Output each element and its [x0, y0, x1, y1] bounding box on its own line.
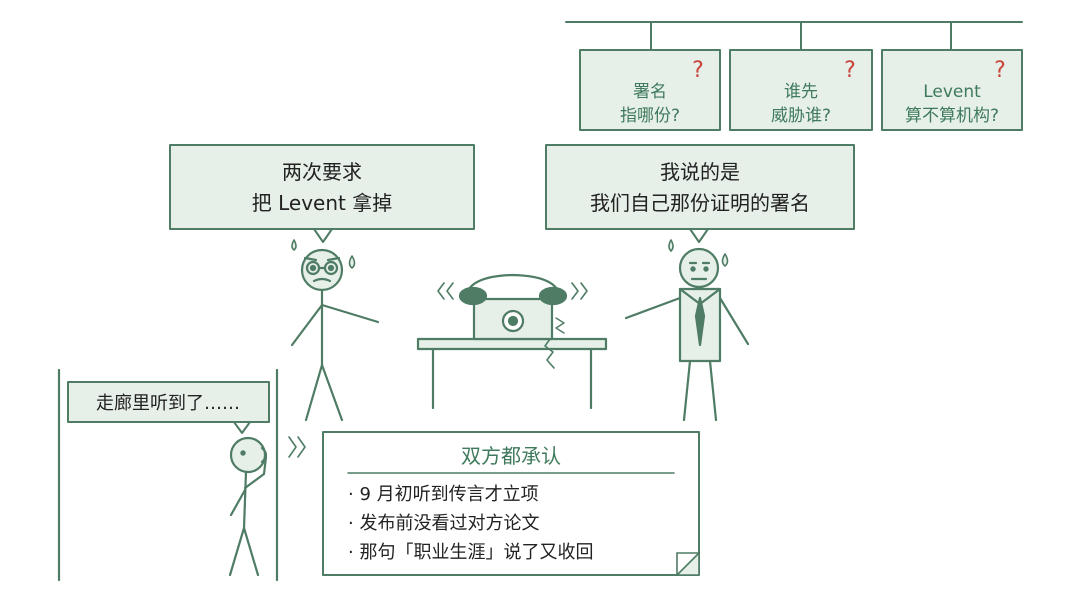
speech-line-2: 把 Levent 拿掉	[252, 191, 392, 215]
figure-leg-left	[304, 363, 324, 422]
table	[416, 337, 608, 410]
agreement-card: 双方都承认 · 9 月初听到传言才立项 · 发布前没看过对方论文 · 那句「职业…	[322, 431, 700, 576]
question-box-institution: ? Levent 算不算机构?	[881, 49, 1023, 131]
question-line-2: 算不算机构?	[905, 106, 999, 126]
speaker-icon	[501, 309, 525, 333]
glasses-icon	[303, 256, 341, 276]
crack-icon	[544, 338, 555, 369]
speech-bubble-left: 两次要求 把 Levent 拿掉	[169, 144, 475, 243]
figure-leg-right	[320, 363, 344, 422]
question-line-1: Levent	[923, 82, 981, 102]
figure-leg-right	[242, 526, 260, 577]
agreement-item: · 9 月初听到传言才立项	[348, 484, 539, 505]
question-mark: ?	[994, 58, 1006, 83]
phone-machine	[458, 273, 568, 341]
figure-head	[229, 436, 267, 474]
eavesdrop-text: 走廊里听到了……	[96, 393, 240, 414]
question-panel: ? 署名 指哪份? ? 谁先 威胁谁? ? Levent 算不算机构?	[565, 21, 1023, 131]
agreement-item: · 那句「职业生涯」说了又收回	[348, 542, 593, 563]
figure-arm-pointing	[624, 296, 682, 320]
figure-arm-left	[229, 488, 247, 517]
question-box-threat: ? 谁先 威胁谁?	[729, 49, 873, 131]
question-box-signature: ? 署名 指哪份?	[579, 49, 721, 131]
stick-figure-eavesdropper	[228, 436, 268, 577]
figure-leg-left	[228, 526, 246, 577]
sweat-drop-icon	[291, 239, 356, 269]
question-line-2: 指哪份?	[620, 106, 680, 126]
figure-arm-left	[290, 303, 324, 347]
figure-arm-right	[320, 303, 380, 324]
stick-figure-left	[290, 248, 380, 422]
speech-bubble-right: 我说的是 我们自己那份证明的署名	[545, 144, 855, 243]
figure-arm-right	[718, 296, 750, 346]
question-line-1: 谁先	[784, 82, 818, 102]
figure-body	[242, 470, 248, 530]
figure-leg-right	[708, 359, 718, 422]
speech-bubble-eavesdrop: 走廊里听到了……	[67, 381, 270, 434]
speech-line-2: 我们自己那份证明的署名	[590, 191, 810, 215]
zigzag-crack-icon	[555, 317, 565, 334]
question-mark: ?	[844, 58, 856, 83]
cupped-hand-icon	[260, 446, 268, 464]
question-line-1: 署名	[633, 82, 667, 102]
hallway-walls	[57, 368, 279, 582]
question-line-2: 威胁谁?	[771, 106, 831, 126]
figure-arm-raised	[243, 455, 268, 490]
agreement-item: · 发布前没看过对方论文	[348, 513, 539, 534]
tie-icon	[694, 296, 706, 347]
frown-mouth	[312, 277, 332, 283]
folded-corner-icon	[676, 552, 700, 576]
figure-head	[678, 247, 720, 289]
vibration-marks-icon	[437, 282, 588, 300]
question-mark: ?	[692, 58, 704, 83]
speech-line-1: 两次要求	[282, 160, 362, 184]
agreement-title: 双方都承认	[461, 444, 561, 468]
sound-wave-icon	[288, 436, 306, 458]
figure-leg-left	[682, 359, 692, 422]
stick-figure-right	[624, 247, 750, 422]
sweat-drop-icon	[668, 239, 729, 267]
speech-line-1: 我说的是	[660, 160, 740, 184]
